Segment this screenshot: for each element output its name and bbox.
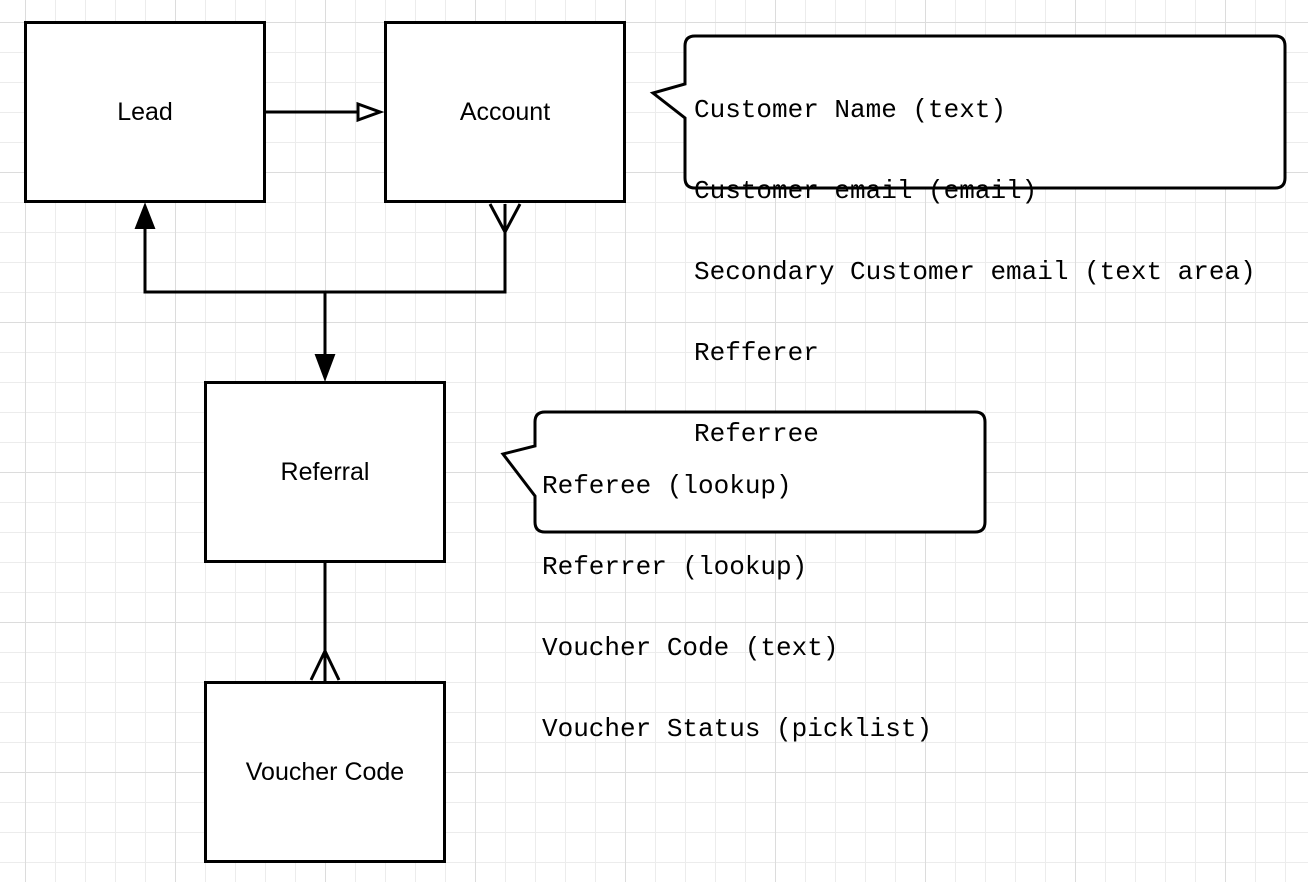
entity-lead[interactable]: Lead bbox=[24, 21, 266, 203]
hollow-arrow-icon bbox=[356, 101, 385, 123]
filled-arrow-down-icon bbox=[314, 354, 336, 382]
referral-note-fields: Referee (lookup) Referrer (lookup) Vouch… bbox=[542, 419, 932, 797]
referral-note-bubble bbox=[500, 410, 987, 534]
note-line: Customer email (email) bbox=[694, 176, 1038, 206]
note-line: Referee (lookup) bbox=[542, 471, 792, 501]
entity-voucher-code-label: Voucher Code bbox=[245, 757, 405, 786]
account-note-bubble bbox=[649, 34, 1287, 190]
entity-referral-label: Referral bbox=[280, 457, 370, 486]
connector-lead-account-referral bbox=[143, 204, 507, 356]
connector-lead-account bbox=[266, 101, 385, 123]
entity-voucher-code[interactable]: Voucher Code bbox=[204, 681, 446, 863]
note-line: Refferer bbox=[694, 338, 819, 368]
crows-foot-account-icon bbox=[488, 203, 522, 233]
account-note-fields: Customer Name (text) Customer email (ema… bbox=[694, 43, 1256, 502]
note-line: Voucher Status (picklist) bbox=[542, 714, 933, 744]
note-line: Referree bbox=[694, 419, 819, 449]
crows-foot-voucher-icon bbox=[309, 650, 341, 681]
note-line: Referrer (lookup) bbox=[542, 552, 808, 582]
entity-referral[interactable]: Referral bbox=[204, 381, 446, 563]
entity-account-label: Account bbox=[459, 97, 551, 126]
entity-account[interactable]: Account bbox=[384, 21, 626, 203]
filled-arrow-up-icon bbox=[134, 202, 156, 229]
entity-lead-label: Lead bbox=[117, 97, 173, 126]
note-line: Voucher Code (text) bbox=[542, 633, 839, 663]
note-line: Secondary Customer email (text area) bbox=[694, 257, 1256, 287]
note-line: Customer Name (text) bbox=[694, 95, 1007, 125]
